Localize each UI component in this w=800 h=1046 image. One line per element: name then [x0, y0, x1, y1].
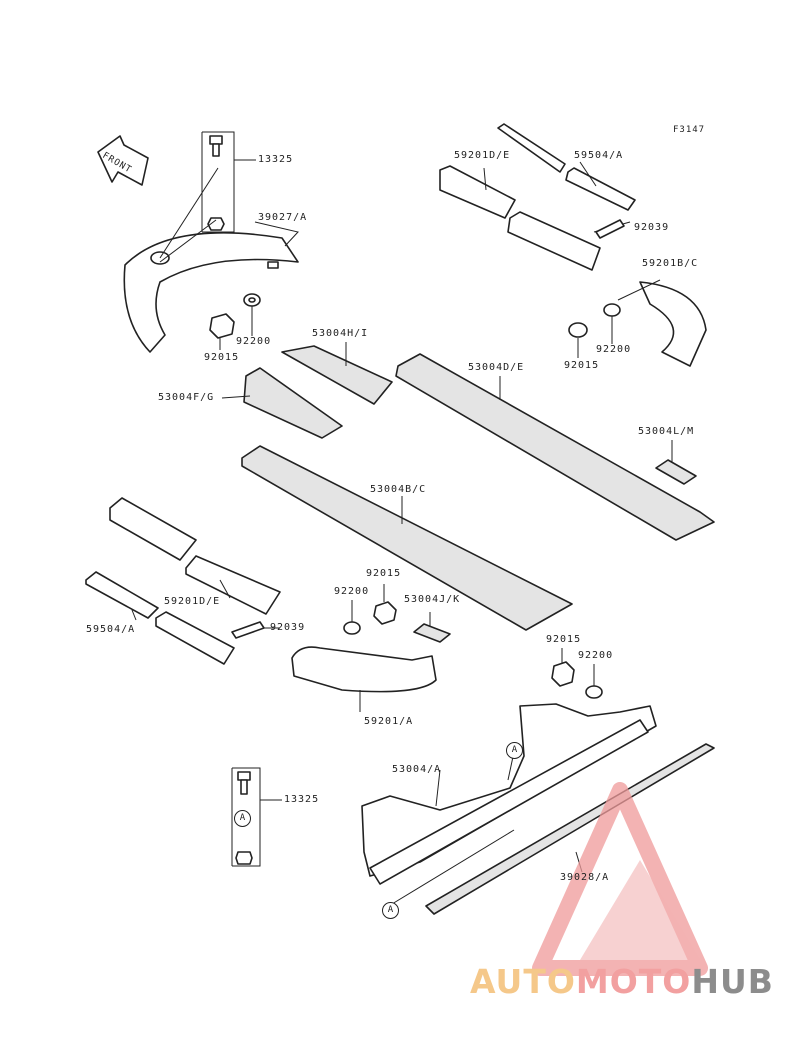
rail-cover-left: [85, 497, 281, 665]
watermark-hub: HUB: [691, 962, 774, 1001]
figure-code: F3147: [673, 125, 706, 135]
callout-59504-top: 59504/A: [574, 150, 624, 161]
bolt-set-bracket-top: [201, 131, 256, 233]
callout-39028: 39028/A: [560, 872, 610, 883]
callout-92039-bottom: 92039: [270, 622, 306, 633]
grab-handle-middle: [291, 584, 437, 712]
watermark-moto: MOTO: [575, 962, 692, 1001]
callout-92015-right: 92015: [564, 360, 600, 371]
watermark-logo: AUTOMOTOHUB: [470, 962, 800, 1006]
ref-mark-a-strip: A: [382, 902, 399, 919]
grab-handle-front: [123, 167, 299, 353]
callout-59201bc: 59201B/C: [642, 258, 699, 269]
callout-13325-top: 13325: [258, 154, 294, 165]
callout-92015-mid: 92015: [366, 568, 402, 579]
mat-strip-l-m: [655, 440, 697, 485]
ref-mark-a-bracket: A: [234, 810, 251, 827]
watermark-auto: AUTO: [470, 962, 576, 1001]
callout-53004lm: 53004L/M: [638, 426, 695, 437]
callout-92200-low: 92200: [578, 650, 614, 661]
callout-59201de-bottom: 59201D/E: [164, 596, 221, 607]
callout-53004a: 53004/A: [392, 764, 442, 775]
callout-59201de-top: 59201D/E: [454, 150, 511, 161]
nut-washer-rear: [551, 648, 603, 699]
callout-59504-bottom: 59504/A: [86, 624, 136, 635]
mat-strip-d-e: [395, 353, 715, 541]
callout-92039-top: 92039: [634, 222, 670, 233]
front-arrow-icon: [97, 135, 149, 186]
nut-washer-front-left: [209, 293, 261, 350]
callout-92015-left: 92015: [204, 352, 240, 363]
callout-53004de: 53004D/E: [468, 362, 525, 373]
callout-92015-low: 92015: [546, 634, 582, 645]
mat-strip-b-c: [241, 445, 573, 631]
ref-mark-a-bumper: A: [506, 742, 523, 759]
callout-13325-bottom: 13325: [284, 794, 320, 805]
grab-handle-rear-right: [568, 279, 707, 367]
callout-59201a: 59201/A: [364, 716, 414, 727]
callout-53004jk: 53004J/K: [404, 594, 461, 605]
bumper-rail: [361, 703, 657, 885]
callout-92200-left: 92200: [236, 336, 272, 347]
bolt-set-bracket-bottom: [231, 767, 282, 867]
mat-strip-h-i: [281, 342, 393, 405]
rail-cover-top-right: [439, 123, 636, 271]
mat-strip-j-k: [413, 612, 451, 643]
callout-53004hi: 53004H/I: [312, 328, 369, 339]
callout-39027: 39027/A: [258, 212, 308, 223]
mat-strip-f-g: [221, 367, 343, 439]
callout-53004bc: 53004B/C: [370, 484, 427, 495]
callout-92200-mid: 92200: [334, 586, 370, 597]
callout-53004fg: 53004F/G: [158, 392, 215, 403]
callout-92200-right: 92200: [596, 344, 632, 355]
watermark-triangle-icon: [532, 782, 708, 976]
